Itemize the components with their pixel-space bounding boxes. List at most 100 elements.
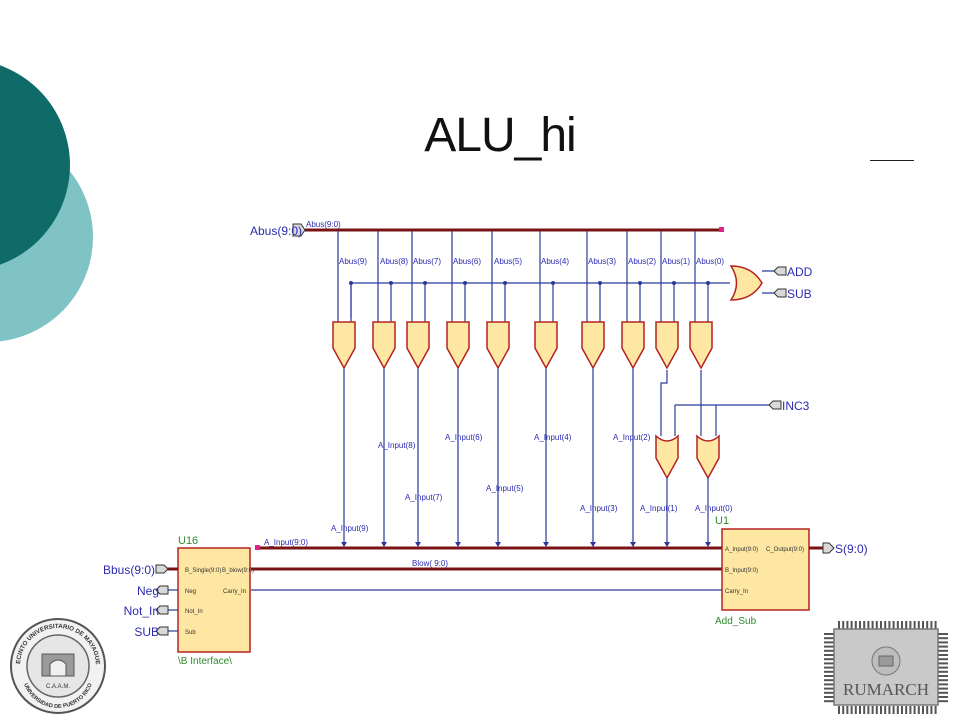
chip-pin bbox=[875, 706, 878, 714]
chip-pin bbox=[824, 691, 834, 694]
u16-pin-sub: Sub bbox=[185, 630, 196, 636]
chip-pin bbox=[892, 706, 895, 714]
rumarch-chip-logo: RUMARCH bbox=[824, 621, 948, 714]
chip-pin bbox=[824, 633, 834, 635]
chip-pin bbox=[901, 706, 903, 714]
chip-pin bbox=[838, 621, 840, 629]
control-junction-4 bbox=[503, 281, 507, 285]
a-input-label-1: A_Input(1) bbox=[640, 504, 678, 513]
chip-pin bbox=[934, 621, 937, 629]
a-input-label-7: A_Input(7) bbox=[405, 493, 443, 502]
chip-pin bbox=[842, 621, 845, 629]
abus-net-label: Abus(9:0) bbox=[306, 220, 341, 229]
chip-pin bbox=[884, 621, 887, 629]
sub-port-label-left: SUB bbox=[134, 625, 159, 639]
control-junction-5 bbox=[551, 281, 555, 285]
neg-port-label: Neg bbox=[137, 584, 159, 598]
bus-entry-7 bbox=[415, 542, 421, 547]
chip-pin bbox=[824, 679, 834, 682]
bus-entry-3 bbox=[590, 542, 596, 547]
bbus-port-icon bbox=[155, 564, 169, 574]
chip-pin bbox=[824, 641, 834, 644]
bit1-jog bbox=[660, 370, 668, 436]
chip-pin bbox=[938, 691, 948, 694]
chip-pin bbox=[892, 621, 895, 629]
u16-pin-not-in: Not_In bbox=[185, 609, 203, 615]
u1-ref: U1 bbox=[715, 515, 729, 527]
xor-gate-bit-3 bbox=[581, 321, 605, 370]
xor-gate-bit-2 bbox=[621, 321, 645, 370]
abus-bit-label-0: Abus(0) bbox=[696, 257, 724, 266]
control-junction-9 bbox=[706, 281, 710, 285]
s-output-port-label: S(9:0) bbox=[835, 542, 868, 556]
chip-pin bbox=[930, 706, 933, 714]
chip-pin bbox=[930, 621, 933, 629]
chip-pin bbox=[888, 621, 891, 629]
chip-pin bbox=[838, 706, 840, 714]
chip-pin bbox=[850, 621, 853, 629]
chip-pin bbox=[824, 700, 834, 703]
chip-pin bbox=[938, 649, 948, 652]
chip-pin bbox=[938, 633, 948, 635]
u16-pin-carry-in: Carry_In bbox=[223, 589, 246, 595]
abus-bit-label-9: Abus(9) bbox=[339, 257, 367, 266]
chip-pin bbox=[938, 679, 948, 682]
bus-entry-9 bbox=[341, 542, 347, 547]
chip-pin bbox=[846, 706, 849, 714]
a-input-label-3: A_Input(3) bbox=[580, 504, 618, 513]
title-rule bbox=[870, 160, 914, 161]
abus-bit-label-6: Abus(6) bbox=[453, 257, 481, 266]
add-sub-or-gate bbox=[729, 265, 763, 301]
control-junction-0 bbox=[349, 281, 353, 285]
chip-pin bbox=[854, 621, 857, 629]
xor-gate-bit-9 bbox=[332, 321, 356, 370]
chip-pin bbox=[922, 621, 924, 629]
a-input-bus-end bbox=[255, 545, 260, 550]
chip-pin bbox=[824, 683, 834, 686]
chip-pin bbox=[854, 706, 857, 714]
chip-pin bbox=[917, 706, 920, 714]
bbus-port-label: Bbus(9:0) bbox=[103, 563, 155, 577]
chip-pin bbox=[859, 621, 861, 629]
chip-pin bbox=[867, 621, 870, 629]
u16-ref: U16 bbox=[178, 535, 198, 547]
chip-pin bbox=[824, 645, 834, 648]
chip-pin bbox=[926, 621, 929, 629]
not-in-port-icon bbox=[155, 605, 169, 615]
u1-pin-b-input: B_Input(9:0) bbox=[725, 568, 758, 574]
rumarch-logo-container: RUMARCH bbox=[808, 615, 960, 720]
abus-bit-label-5: Abus(5) bbox=[494, 257, 522, 266]
a-input-label-5: A_Input(5) bbox=[486, 484, 524, 493]
bus-entry-6 bbox=[455, 542, 461, 547]
chip-pin bbox=[938, 645, 948, 648]
xor-gate-bit-7 bbox=[406, 321, 430, 370]
a-input-bus-label: A_Input(9:0) bbox=[264, 538, 308, 547]
a-input-label-9: A_Input(9) bbox=[331, 524, 369, 533]
seal-text-mid: C.A.A.M. bbox=[46, 684, 70, 690]
chip-pin bbox=[938, 654, 948, 656]
control-junction-1 bbox=[389, 281, 393, 285]
sub-port-icon-left bbox=[155, 626, 169, 636]
chip-pin bbox=[905, 706, 908, 714]
chip-pin bbox=[850, 706, 853, 714]
chip-pin bbox=[888, 706, 891, 714]
u16-pin-neg: Neg bbox=[185, 589, 196, 595]
bus-entry-4 bbox=[543, 542, 549, 547]
control-junction-7 bbox=[638, 281, 642, 285]
chip-pin bbox=[824, 658, 834, 661]
chip-pin bbox=[846, 621, 849, 629]
chip-pin bbox=[938, 658, 948, 661]
u1-pin-a-input: A_Input(9:0) bbox=[725, 547, 758, 553]
chip-pin bbox=[871, 621, 874, 629]
chip-pin bbox=[917, 621, 920, 629]
abus-port-label: Abus(9:0) bbox=[250, 224, 302, 238]
inc3-port-icon bbox=[768, 400, 782, 410]
chip-pin bbox=[913, 706, 916, 714]
a-input-label-4: A_Input(4) bbox=[534, 433, 572, 442]
u16-pin-b-blow: B_blow(9:0) bbox=[222, 568, 254, 574]
abus-bus-end bbox=[719, 227, 724, 232]
u1-block bbox=[721, 528, 810, 611]
abus-bit-label-4: Abus(4) bbox=[541, 257, 569, 266]
